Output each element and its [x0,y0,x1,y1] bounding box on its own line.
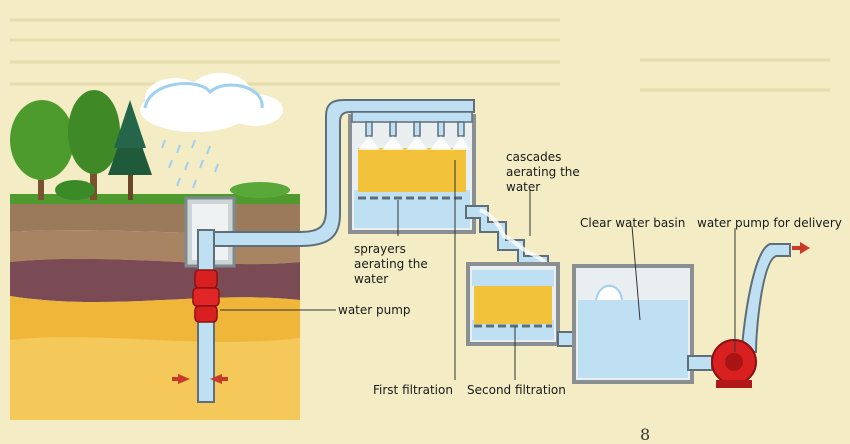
clear-water-basin [572,264,713,384]
leader-lines [220,160,736,380]
label-sprayers: sprayers aerating the water [354,242,428,286]
label-delivery-pump: water pump for delivery [697,216,842,230]
delivery-pump-icon [711,243,791,388]
label-clear-water-basin: Clear water basin [580,216,686,230]
rain-cloud [140,73,283,132]
filtration-tank [466,262,613,347]
label-first-filtration: First filtration [373,383,453,397]
rain-drops [161,139,219,189]
cascade-steps [465,205,550,268]
water-pump-icon [192,269,220,323]
aeration-tank [348,111,476,234]
label-second-filtration: Second filtration [467,383,566,397]
background-text-lines [10,18,830,92]
ground-cross-section [10,194,300,420]
trees [10,90,290,200]
outflow-arrow-icon [792,242,810,254]
inflow-arrows-icon [172,374,228,384]
label-water-pump: water pump [338,303,411,317]
label-cascades: cascades aerating the water [506,150,580,194]
page-number: 8 [640,425,651,444]
